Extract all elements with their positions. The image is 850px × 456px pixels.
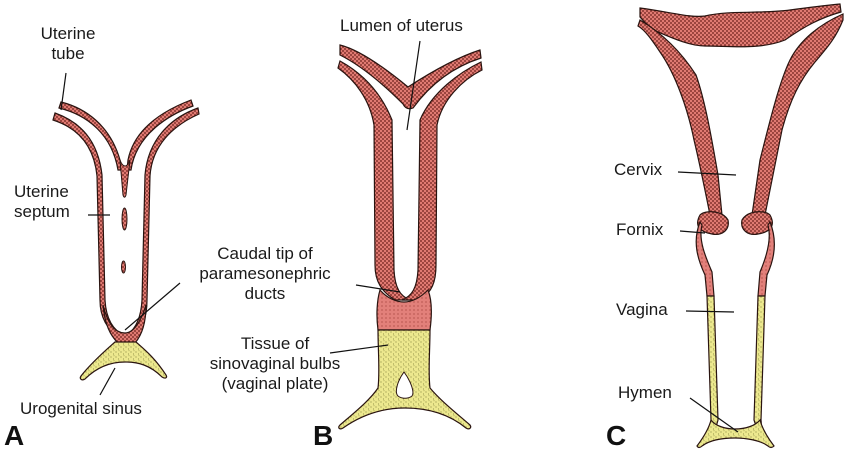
- leader-caudal-tip-b: [355, 284, 401, 293]
- panel-c-left-wall: [637, 19, 723, 221]
- panel-c-drawing: [637, 3, 844, 449]
- panel-a-septum-mid: [121, 207, 128, 231]
- label-line: Tissue of: [240, 334, 310, 353]
- label-line: tube: [51, 44, 85, 63]
- panel-a-left-inner-wall: [58, 101, 123, 171]
- panel-b-fundus: [339, 44, 482, 110]
- label-line: septum: [14, 202, 70, 221]
- leader-sinovaginal: [329, 344, 389, 354]
- label-hymen: Hymen: [618, 383, 672, 403]
- panel-letter-c: C: [606, 420, 627, 451]
- panel-letter-a: A: [4, 420, 25, 451]
- label-cervix: Cervix: [614, 160, 662, 180]
- label-fornix: Fornix: [616, 220, 663, 240]
- panel-b-right-wall: [401, 61, 483, 301]
- panel-b-caudal-tip: [376, 288, 432, 331]
- label-line: Lumen of uterus: [340, 16, 463, 35]
- label-uterine-tube: Uterine tube: [32, 24, 104, 64]
- label-line: ducts: [244, 284, 286, 303]
- panel-c-left-fornix: [697, 211, 729, 235]
- leader-cervix: [677, 171, 737, 176]
- leader-lines: [60, 40, 739, 433]
- panel-letter-b: B: [313, 420, 334, 451]
- label-sinovaginal-bulbs: Tissue of sinovaginal bulbs (vaginal pla…: [190, 334, 360, 394]
- label-line: paramesonephric: [199, 264, 331, 283]
- panel-a-caudal-tip: [102, 304, 147, 344]
- label-line: Hymen: [618, 383, 672, 402]
- panel-c-right-fornix: [741, 211, 773, 235]
- panel-a-septum-low: [121, 260, 126, 274]
- leader-caudal-tip-a: [124, 282, 181, 331]
- label-line: (vaginal plate): [221, 374, 329, 393]
- panel-c-lower-vagina-right: [753, 295, 766, 433]
- label-line: sinovaginal bulbs: [209, 354, 341, 373]
- label-line: Fornix: [616, 220, 664, 239]
- leader-fornix: [679, 230, 706, 234]
- label-line: Urogenital sinus: [20, 399, 142, 418]
- leader-uterine-tube: [60, 72, 67, 111]
- panel-c-fundus: [639, 3, 842, 48]
- label-vagina: Vagina: [616, 300, 668, 320]
- leader-vagina: [685, 310, 735, 313]
- panel-a-septum-upper: [119, 159, 131, 198]
- label-line: Uterine: [40, 24, 96, 43]
- label-line: Caudal tip of: [217, 244, 313, 263]
- leader-hymen: [689, 397, 739, 433]
- label-caudal-tip: Caudal tip of paramesonephric ducts: [180, 244, 350, 304]
- leader-lumen-of-uterus: [406, 40, 421, 131]
- panel-b-bulb-cavity: [395, 371, 414, 399]
- label-urogenital-sinus: Urogenital sinus: [20, 399, 142, 419]
- label-uterine-septum: Uterine septum: [14, 182, 70, 222]
- label-lumen-of-uterus: Lumen of uterus: [340, 16, 463, 36]
- panel-a-urogenital-sinus: [79, 341, 168, 381]
- panel-b-drawing: [337, 44, 483, 430]
- label-line: Cervix: [614, 160, 663, 179]
- panel-c-hymen: [696, 418, 775, 449]
- label-line: Vagina: [616, 300, 668, 319]
- panel-a-drawing: [52, 99, 200, 381]
- leader-urogenital-sinus: [99, 367, 116, 396]
- label-line: Uterine: [14, 182, 69, 201]
